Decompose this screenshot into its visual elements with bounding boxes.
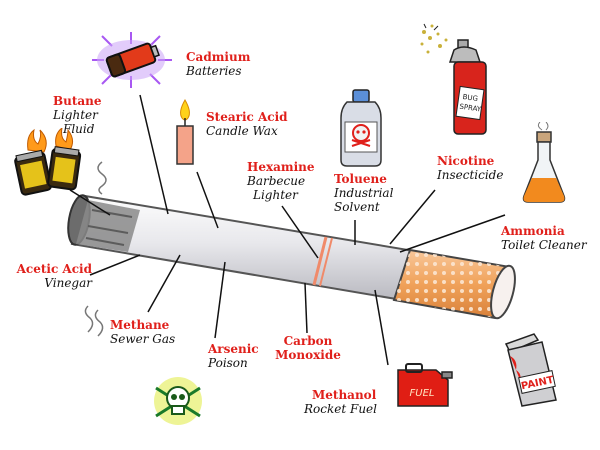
candle-icon (172, 98, 198, 166)
use-hexamine-1: Barbecue (247, 174, 306, 188)
smoke-icon (80, 304, 110, 340)
label-hexamine: Hexamine Barbecue Lighter (247, 160, 315, 202)
flask-icon (520, 122, 568, 206)
use-stearic-acid: Candle Wax (206, 124, 278, 138)
use-arsenic: Poison (208, 356, 248, 370)
chemical-acetic-acid: Acetic Acid (16, 262, 92, 276)
chemical-methane: Methane (110, 318, 170, 332)
chemical-hexamine: Hexamine (247, 160, 315, 174)
chemical-nicotine: Nicotine (437, 154, 495, 168)
label-butane: Butane Lighter Fluid (53, 94, 102, 136)
fuel-can-icon: FUEL (392, 360, 462, 410)
label-methanol: Methanol Rocket Fuel (304, 388, 377, 416)
label-toluene: Toluene Industrial Solvent (334, 172, 393, 214)
label-ammonia: Ammonia Toilet Cleaner (501, 224, 587, 252)
use-cadmium: Batteries (186, 64, 242, 78)
solvent-bottle-icon (337, 88, 385, 168)
label-methane: Methane Sewer Gas (110, 318, 175, 346)
paint-can-icon: PAINT (498, 330, 564, 408)
leader-lines (69, 94, 506, 366)
cigarette-filter (392, 248, 516, 320)
skull-crossbones-icon (150, 376, 206, 426)
label-stearic-acid: Stearic Acid Candle Wax (206, 110, 288, 138)
chemical-ammonia: Ammonia (501, 224, 565, 238)
chemical-cadmium: Cadmium (186, 50, 251, 64)
chemical-toluene: Toluene (334, 172, 387, 186)
bug-spray-icon: BUG SPRAY (418, 22, 496, 140)
chemical-monoxide: Monoxide (275, 348, 341, 362)
use-butane-2: Fluid (63, 122, 95, 136)
battery-icon (88, 30, 174, 90)
smoke-icon (92, 160, 112, 196)
use-methane: Sewer Gas (110, 332, 176, 346)
use-methanol: Rocket Fuel (304, 402, 377, 416)
use-toluene-2: Solvent (334, 200, 380, 214)
fuel-can-text: FUEL (410, 388, 435, 399)
label-carbon-monoxide: Carbon Monoxide (272, 334, 344, 362)
label-acetic-acid: Acetic Acid Vinegar (10, 262, 92, 290)
label-arsenic: Arsenic Poison (208, 342, 259, 370)
lighter-icon (8, 128, 88, 198)
chemical-methanol: Methanol (312, 388, 377, 402)
use-butane-1: Lighter (53, 108, 98, 122)
label-nicotine: Nicotine Insecticide (437, 154, 503, 182)
use-acetic-acid: Vinegar (44, 276, 92, 290)
use-ammonia: Toilet Cleaner (501, 238, 587, 252)
use-hexamine-2: Lighter (253, 188, 298, 202)
use-toluene-1: Industrial (334, 186, 394, 200)
chemical-butane: Butane (53, 94, 102, 108)
bug-spray-text-2: SPRAY (459, 103, 482, 114)
cigarette-body (67, 194, 422, 302)
chemical-stearic-acid: Stearic Acid (206, 110, 288, 124)
bug-spray-text-1: BUG (462, 93, 478, 103)
use-nicotine: Insecticide (437, 168, 504, 182)
chemical-carbon: Carbon (283, 334, 333, 348)
chemical-arsenic: Arsenic (208, 342, 259, 356)
label-cadmium: Cadmium Batteries (186, 50, 250, 78)
